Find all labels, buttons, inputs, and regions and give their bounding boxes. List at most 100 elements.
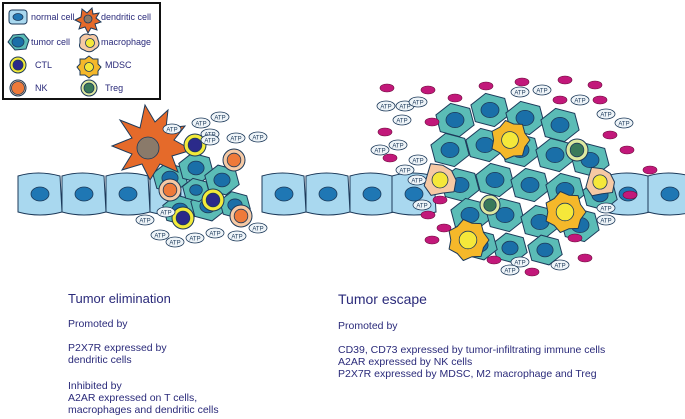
immune-cell-layer xyxy=(110,103,615,261)
atp-molecule: ATP xyxy=(570,94,590,106)
elimination-promoted-label: Promoted by xyxy=(68,318,128,330)
atp-label: ATP xyxy=(600,219,611,225)
atp-label: ATP xyxy=(166,128,177,134)
adenosine-molecule xyxy=(587,80,603,90)
legend-ctl-icon xyxy=(9,56,27,74)
atp-molecule: ATP xyxy=(550,259,570,271)
atp-label: ATP xyxy=(189,237,200,243)
atp-molecule: ATP xyxy=(412,199,432,211)
adenosine-molecule xyxy=(420,85,436,95)
escape-line-2: A2AR expressed by NK cells xyxy=(338,356,473,368)
atp-label: ATP xyxy=(600,207,611,213)
mdsc-cell xyxy=(448,219,490,261)
atp-molecule: ATP xyxy=(156,206,176,218)
legend-icons xyxy=(7,6,103,97)
atp-label: ATP xyxy=(504,269,515,275)
atp-molecule: ATP xyxy=(392,114,412,126)
adenosine-molecule xyxy=(379,83,395,93)
atp-molecule: ATP xyxy=(248,222,268,234)
adenosine-molecule xyxy=(424,117,440,127)
ctl-cell xyxy=(183,133,207,157)
tumor-cell xyxy=(470,92,510,128)
elimination-inhibited-label: Inhibited by xyxy=(68,380,122,392)
tumor-cell xyxy=(492,232,528,264)
adenosine-molecule xyxy=(436,223,452,233)
atp-label: ATP xyxy=(214,116,225,122)
normal-cell xyxy=(647,172,685,216)
tumor-cell xyxy=(475,162,515,198)
treg-cell xyxy=(479,194,501,216)
adenosine-molecule xyxy=(577,253,593,263)
atp-label: ATP xyxy=(412,159,423,165)
normal-cell xyxy=(349,172,395,216)
atp-molecule: ATP xyxy=(407,174,427,186)
atp-label: ATP xyxy=(252,227,263,233)
treg-cell xyxy=(565,138,589,162)
atp-label: ATP xyxy=(514,261,525,267)
atp-molecule: ATP xyxy=(205,227,225,239)
atp-layer: ATP ATP ATP ATP ATP ATP ATP ATP ATP ATP ATP ATP ATP A… xyxy=(135,75,658,277)
atp-molecule: ATP xyxy=(150,229,170,241)
escape-line-3: P2X7R expressed by MDSC, M2 macrophage a… xyxy=(338,368,597,380)
legend-dendritic-cell-icon xyxy=(73,6,103,35)
atp-molecule: ATP xyxy=(162,123,182,135)
adenosine-molecule xyxy=(382,153,398,163)
atp-label: ATP xyxy=(514,91,525,97)
adenosine-molecule xyxy=(447,93,463,103)
normal-cell xyxy=(261,172,307,216)
atp-label: ATP xyxy=(618,122,629,128)
legend-ctl-label: CTL xyxy=(35,60,53,70)
elimination-promoted-line-2: dendritic cells xyxy=(68,354,132,366)
atp-label: ATP xyxy=(139,219,150,225)
atp-molecule: ATP xyxy=(210,111,230,123)
adenosine-molecule xyxy=(486,255,502,265)
atp-label: ATP xyxy=(554,264,565,270)
tumor-cell xyxy=(535,137,575,173)
atp-molecule: ATP xyxy=(500,264,520,276)
legend-mdsc-label: MDSC xyxy=(105,60,132,70)
atp-label: ATP xyxy=(374,149,385,155)
ctl-cell xyxy=(201,188,225,212)
atp-label: ATP xyxy=(396,119,407,125)
adenosine-molecule xyxy=(642,165,658,175)
legend-box: normal cell dendritic cell tumor cell ma… xyxy=(2,2,161,100)
atp-molecule: ATP xyxy=(408,154,428,166)
macrophage-cell xyxy=(585,166,615,197)
adenosine-molecule xyxy=(424,235,440,245)
adenosine-molecule xyxy=(552,95,568,105)
adenosine-molecule xyxy=(478,81,494,91)
mdsc-cell xyxy=(491,120,531,160)
macrophage-cell xyxy=(423,163,457,196)
normal-cell xyxy=(105,172,151,216)
adenosine-molecule xyxy=(602,130,618,140)
adenosine-molecule xyxy=(524,267,540,277)
nk-cell xyxy=(158,178,182,202)
atp-label: ATP xyxy=(209,232,220,238)
tumor-cell xyxy=(510,167,550,203)
atp-molecule: ATP xyxy=(596,108,616,120)
elimination-promoted-line-1: P2X7R expressed by xyxy=(68,342,167,354)
atp-label: ATP xyxy=(600,113,611,119)
escape-line-1: CD39, CD73 expressed by tumor-infiltrati… xyxy=(338,344,606,356)
normal-cell xyxy=(305,172,351,216)
atp-molecule: ATP xyxy=(510,256,530,268)
atp-molecule: ATP xyxy=(510,86,530,98)
atp-label: ATP xyxy=(399,105,410,111)
atp-label: ATP xyxy=(154,234,165,240)
immune-diagram: ATP ATP ATP ATP ATP ATP ATP ATP ATP ATP ATP ATP ATP A… xyxy=(17,75,685,277)
atp-molecule: ATP xyxy=(376,100,396,112)
normal-cell xyxy=(17,172,63,216)
adenosine-molecule xyxy=(432,195,448,205)
legend-mdsc-icon xyxy=(76,55,102,79)
tumor-cell xyxy=(435,102,475,138)
atp-molecule: ATP xyxy=(185,232,205,244)
atp-label: ATP xyxy=(230,137,241,143)
adenosine-molecule xyxy=(377,127,393,137)
atp-molecule: ATP xyxy=(165,236,185,248)
atp-molecule: ATP xyxy=(596,202,616,214)
dendritic-cell xyxy=(110,103,194,182)
atp-molecule: ATP xyxy=(408,96,428,108)
atp-molecule: ATP xyxy=(614,117,634,129)
adenosine-molecule xyxy=(619,145,635,155)
nk-cell xyxy=(222,148,246,172)
